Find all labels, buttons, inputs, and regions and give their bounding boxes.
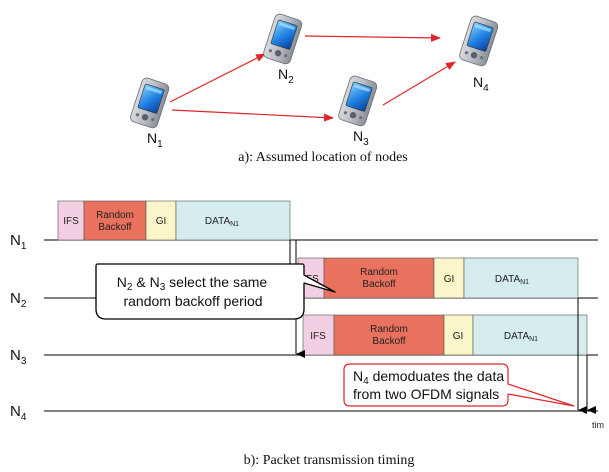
node-label-n4: N4: [473, 74, 489, 94]
data-label: DATAN1: [205, 216, 239, 228]
pda-device-icon-n2: [261, 12, 304, 66]
data-label: DATAN1: [504, 331, 538, 343]
ifs-block: [57, 200, 85, 241]
data-block: [463, 257, 579, 299]
backoff-label-line1: Random: [370, 324, 408, 335]
packet-n3: IFS Random Backoff GI DATAN1: [302, 314, 588, 356]
packet-n1: IFS Random Backoff GI DATAN1: [57, 200, 291, 241]
data-block: [472, 314, 588, 356]
pda-device-icon-n1: [128, 76, 171, 130]
backoff-block: [333, 314, 445, 356]
callout-demodulation: N4 demoduates the data from two OFDM sig…: [343, 363, 575, 407]
gi-block: [145, 200, 177, 241]
node-label-n3: N3: [353, 128, 369, 148]
callout-same-backoff-line1: N2 & N3 select the same: [117, 274, 268, 293]
backoff-label-line2: Backoff: [98, 222, 131, 233]
node-label-n2: N2: [278, 66, 294, 86]
packet-n2: IFS Random Backoff GI DATAN1: [297, 257, 579, 299]
gi-block: [443, 314, 474, 356]
backoff-label-line1: Random: [96, 210, 134, 221]
gi-label: GI: [444, 274, 455, 285]
backoff-label-line1: Random: [360, 267, 398, 278]
backoff-label-line2: Backoff: [372, 336, 405, 347]
callout-demodulation-line2: from two OFDM signals: [353, 386, 499, 402]
link-n1-n3: [171, 109, 334, 122]
gi-label: GI: [453, 331, 464, 342]
row-label-n2: N2: [10, 290, 27, 310]
backoff-block: [83, 200, 147, 241]
pda-device-icon-n3: [336, 74, 379, 128]
caption-a: a): Assumed location of nodes: [238, 150, 408, 165]
ifs-label: IFS: [63, 216, 79, 227]
pda-device-icon-n4: [457, 14, 500, 68]
row-label-n4: N4: [10, 403, 27, 423]
link-n1-n2: [169, 53, 266, 103]
row-label-n1: N1: [10, 232, 27, 252]
timing-diagram: N1 N2 N3 N4 IFS Random Backoff GI DATAN1…: [10, 200, 604, 468]
ifs-block: [302, 314, 335, 356]
caption-b: b): Packet transmission timing: [244, 453, 415, 468]
callout-demodulation-line1: N4 demoduates the data: [353, 368, 504, 387]
data-block: [175, 200, 291, 241]
row-label-n3: N3: [10, 347, 27, 367]
backoff-block: [323, 257, 435, 299]
ifs-label: IFS: [310, 331, 326, 342]
link-n2-n4: [304, 33, 441, 42]
backoff-label-line2: Backoff: [362, 279, 395, 290]
time-axis-label: tim: [592, 420, 604, 430]
data-label: DATAN1: [495, 274, 529, 286]
callout-same-backoff: N2 & N3 select the same random backoff p…: [95, 263, 336, 320]
callout-same-backoff-line2: random backoff period: [123, 293, 262, 309]
gi-block: [433, 257, 465, 299]
gi-label: GI: [156, 216, 167, 227]
node-diagram: N1 N2 N3 N4 a): Assumed location of node…: [128, 12, 500, 165]
node-label-n1: N1: [147, 130, 163, 150]
link-n3-n4: [382, 61, 456, 106]
